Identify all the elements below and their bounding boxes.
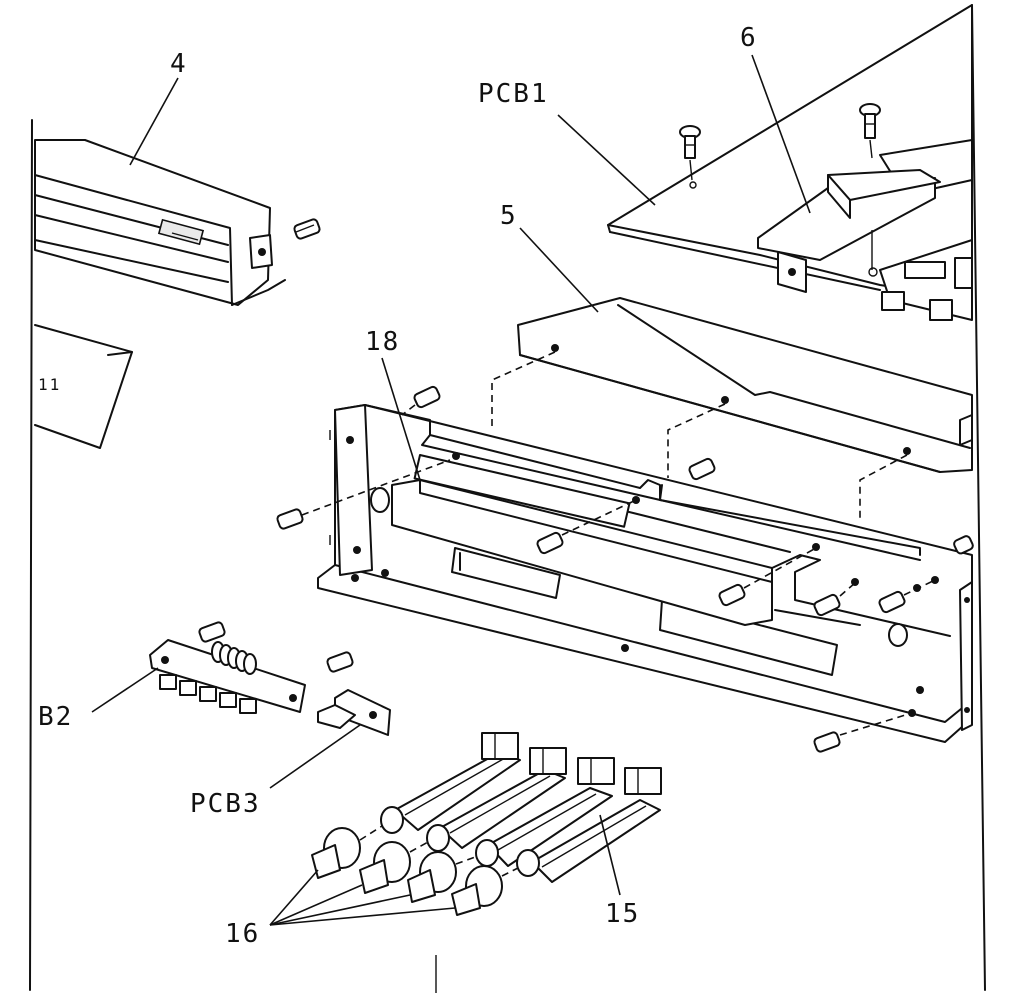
label-part-5: 5 xyxy=(500,201,518,231)
sliders-15 xyxy=(380,732,662,883)
part-6-bracket xyxy=(757,169,941,293)
slider-2 xyxy=(426,747,567,852)
label-part-15: 15 xyxy=(605,899,640,929)
screw-1 xyxy=(401,385,441,416)
pcb1-screw-1 xyxy=(679,125,701,189)
leader-lines xyxy=(91,54,811,926)
slider-3 xyxy=(475,757,615,867)
screw-2 xyxy=(276,459,451,530)
slider-1 xyxy=(380,732,521,834)
pcb2-switches xyxy=(159,674,257,714)
label-card: 11 xyxy=(34,324,133,449)
screw-6 xyxy=(813,582,856,617)
screw-3 xyxy=(536,499,637,555)
screw-4 xyxy=(688,457,716,481)
screw-8 xyxy=(813,712,913,753)
slider-4 xyxy=(516,767,662,883)
pcb2-board xyxy=(149,621,354,714)
screw-7 xyxy=(878,579,936,614)
part-5-plate xyxy=(491,297,973,520)
label-part-18: 18 xyxy=(365,327,400,357)
screw-5 xyxy=(718,547,817,607)
label-pcb1: PCB1 xyxy=(478,79,549,109)
screw-part-4 xyxy=(293,218,321,240)
chassis-screws xyxy=(276,385,974,753)
knobs-16 xyxy=(311,825,519,916)
label-part-4: 4 xyxy=(170,49,188,79)
label-pcb3: PCB3 xyxy=(190,789,261,819)
knob-3 xyxy=(407,851,479,903)
pcb2-screw xyxy=(198,621,226,643)
pcb2-coil xyxy=(211,641,257,675)
pcb1-connectors xyxy=(879,239,973,321)
part-4-front-panel xyxy=(34,139,321,306)
label-11: 11 xyxy=(38,375,61,394)
page-edge-right xyxy=(971,4,986,991)
screw-9 xyxy=(953,535,974,555)
knob-1 xyxy=(311,825,383,879)
knob-2 xyxy=(359,841,429,894)
label-pcb2: B2 xyxy=(38,702,73,732)
pcb2-screw-2 xyxy=(326,651,354,673)
pcb3-board xyxy=(317,689,391,736)
pcb1-screw-2 xyxy=(859,103,881,159)
page-edge-left xyxy=(29,119,33,991)
label-part-6: 6 xyxy=(740,23,758,53)
label-part-16: 16 xyxy=(225,919,260,949)
main-chassis xyxy=(317,404,973,743)
knob-4 xyxy=(451,865,519,916)
